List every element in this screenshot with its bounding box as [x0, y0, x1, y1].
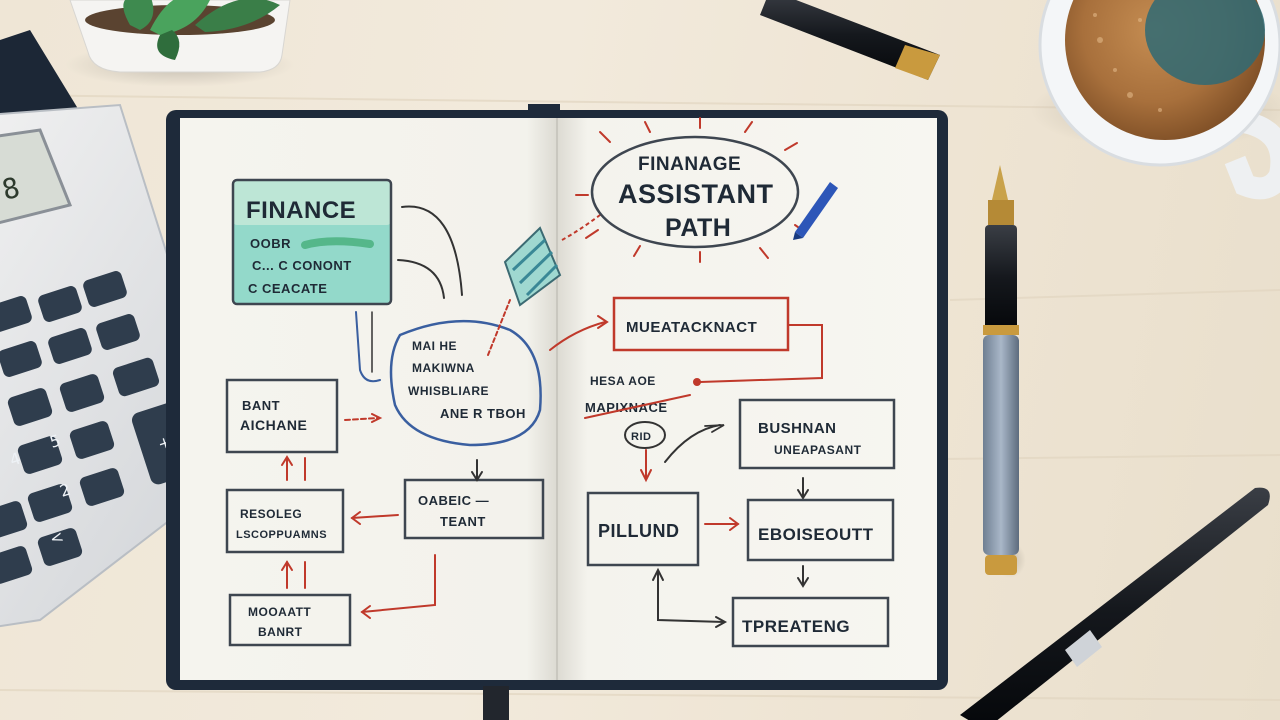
left-diagram: FINANCE OOBR C... C CONONT C CEACATE MAI… — [225, 178, 545, 647]
handwritten-text: FINANAGE — [638, 154, 741, 175]
note-rid: RID — [624, 421, 666, 449]
handwritten-text: AICHANE — [240, 417, 307, 433]
handwritten-text: HESA AOE — [590, 374, 656, 388]
tpreatend-box: TPREATENG — [731, 596, 890, 648]
handwritten-text: PATH — [665, 214, 731, 242]
handwritten-text: RID — [631, 431, 651, 443]
handwritten-text: BANT — [242, 398, 280, 413]
handwritten-text: OOBR — [250, 236, 291, 251]
handwritten-text: UNEAPASANT — [774, 443, 862, 457]
handwritten-text: MUEATACKNACT — [626, 319, 757, 336]
bank-box: BANT AICHANE — [225, 378, 339, 454]
handwritten-text: OABEIC — — [418, 493, 489, 508]
bubble: MAI HE MAKIWNA WHISBLIARE ANE R TBOH — [389, 319, 542, 447]
handwritten-text: C... C CONONT — [252, 258, 352, 273]
bookmark-ribbon — [483, 686, 509, 720]
handwritten-text: C CEACATE — [248, 281, 327, 296]
moatt-box: MOOAATT BANRT — [228, 593, 352, 647]
handwritten-text: TEANT — [440, 514, 486, 529]
handwritten-text: ASSISTANT — [618, 179, 774, 209]
handwritten-text: MAKIWNA — [412, 361, 475, 375]
note-hesa: HESA AOE MAPIXNACE — [584, 374, 691, 419]
handwritten-text: LSCOPPUAMNS — [236, 529, 327, 541]
title-ellipse: FINANAGE ASSISTANT PATH — [575, 117, 806, 263]
handwritten-text: EBOISEOUTT — [758, 525, 874, 544]
handwritten-text: BANRT — [258, 625, 303, 639]
eboiseoutt-box: EBOISEOUTT — [746, 498, 895, 562]
handwritten-text: MAI HE — [412, 339, 457, 353]
handwritten-text: WHISBLIARE — [408, 384, 489, 398]
bookmark-ribbon-top — [528, 104, 560, 118]
pen-top — [760, 0, 940, 80]
oabeic-box: OABEIC — TEANT — [403, 478, 545, 540]
fountain-pen — [983, 165, 1026, 578]
handwritten-text: BUSHNAN — [758, 420, 837, 437]
handwritten-text: MOOAATT — [248, 605, 311, 619]
teal-sticky — [503, 226, 562, 307]
svg-text:<: < — [47, 527, 66, 549]
right-diagram: FINANAGE ASSISTANT PATH MUEATACKNACT HES… — [549, 117, 896, 648]
blue-marker-doodle — [793, 182, 838, 240]
plant-pot — [65, 0, 295, 87]
svg-text:8: 8 — [0, 171, 23, 207]
allund-box: PILLUND — [586, 491, 700, 567]
handwritten-text: PILLUND — [598, 521, 680, 541]
handwritten-text: TPREATENG — [742, 617, 850, 636]
finance-box: FINANCE OOBR C... C CONONT C CEACATE — [231, 178, 393, 306]
pen-bottom — [960, 487, 1270, 720]
coffee-cup — [1030, 0, 1280, 200]
finance-title: FINANCE — [246, 197, 356, 224]
bushnan-box: BUSHNAN UNEAPASANT — [738, 398, 896, 470]
handwritten-text: ANE R TBOH — [440, 406, 526, 421]
resolve-box: RESOLEG LSCOPPUAMNS — [225, 488, 345, 554]
handwritten-text: RESOLEG — [240, 507, 302, 521]
